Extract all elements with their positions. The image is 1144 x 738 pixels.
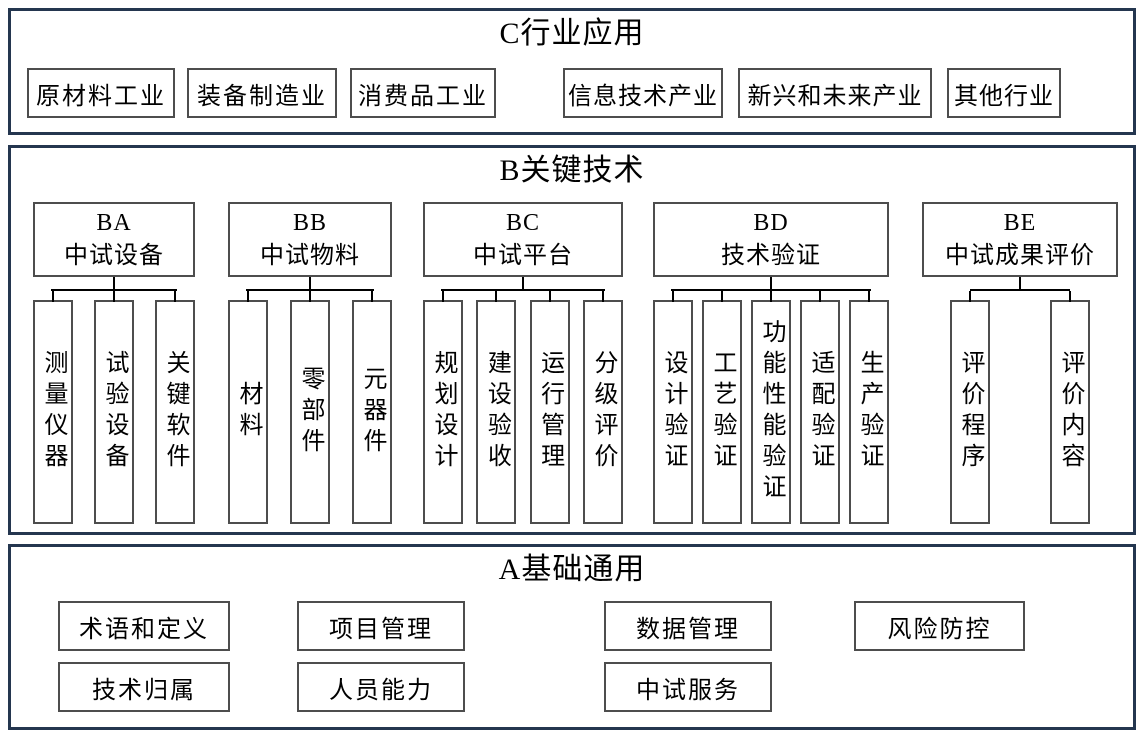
general-box-technology-ownership: 技术归属 — [58, 662, 230, 712]
tree-name: 中试设备 — [64, 242, 164, 269]
tree-name: 技术验证 — [721, 242, 821, 269]
tree-bc-pilot-platform: BC 中试平台 规划设计 建设验收 运行管理 分级评价 — [423, 202, 623, 524]
tree-child-label: 功能性能验证 — [758, 319, 784, 505]
tree-child-label: 建设验收 — [483, 350, 510, 474]
section-basic-general: A基础通用 术语和定义 项目管理 数据管理 风险防控 技术归属 人员能力 中试服… — [8, 544, 1136, 730]
tree-parent-box: BA 中试设备 — [33, 202, 195, 277]
general-box-terms-definitions: 术语和定义 — [58, 601, 230, 651]
connector-bar — [51, 289, 177, 291]
tree-children: 测量仪器 试验设备 关键软件 — [33, 291, 195, 524]
tree-child-box: 分级评价 — [582, 291, 623, 524]
tree-child-label: 零部件 — [297, 365, 323, 459]
tree-parent-box: BC 中试平台 — [423, 202, 623, 277]
tree-parent-box: BE 中试成果评价 — [922, 202, 1118, 277]
section-b-title: B关键技术 — [499, 154, 645, 187]
connector-stem — [522, 277, 524, 289]
tree-child-label: 运行管理 — [536, 350, 563, 474]
tree-code: BD — [753, 209, 789, 236]
tree-child-label: 规划设计 — [430, 350, 456, 474]
connector-bar — [970, 289, 1070, 291]
tree-child-box: 试验设备 — [94, 291, 134, 524]
industry-box-emerging-future: 新兴和未来产业 — [738, 68, 932, 118]
tree-children: 评价程序 评价内容 — [922, 291, 1118, 524]
tree-code: BE — [1003, 209, 1037, 236]
tree-child-box: 评价内容 — [1050, 291, 1090, 524]
tree-child-box: 规划设计 — [423, 291, 463, 524]
connector-stem — [113, 277, 115, 289]
tree-child-label: 适配验证 — [807, 350, 833, 474]
general-box-risk-control: 风险防控 — [854, 601, 1025, 651]
tree-child-box: 元器件 — [352, 291, 392, 524]
connector-stem — [770, 277, 772, 289]
tree-child-box: 零部件 — [290, 291, 330, 524]
tree-code: BC — [505, 209, 540, 236]
tree-child-label: 关键软件 — [162, 350, 188, 474]
tree-child-box: 测量仪器 — [33, 291, 73, 524]
connector-bar — [671, 289, 871, 291]
tree-parent-box: BB 中试物料 — [228, 202, 392, 277]
tree-child-label: 材料 — [235, 381, 261, 443]
tree-child-label: 生产验证 — [856, 350, 882, 474]
tree-children: 设计验证 工艺验证 功能性能验证 适配验证 生产验证 — [653, 291, 889, 524]
tree-child-box: 工艺验证 — [702, 291, 742, 524]
tree-parent-box: BD 技术验证 — [653, 202, 889, 277]
tree-bb-pilot-materials: BB 中试物料 材料 零部件 元器件 — [228, 202, 392, 524]
tree-child-box: 评价程序 — [950, 291, 990, 524]
tree-child-box: 材料 — [228, 291, 268, 524]
tree-name: 中试成果评价 — [945, 242, 1095, 269]
tree-children: 规划设计 建设验收 运行管理 分级评价 — [423, 291, 623, 524]
industry-box-consumer-goods: 消费品工业 — [350, 68, 496, 118]
tree-child-box: 功能性能验证 — [751, 291, 791, 524]
tree-child-label: 测量仪器 — [40, 350, 66, 474]
tree-child-label: 评价内容 — [1057, 350, 1083, 474]
tree-child-label: 元器件 — [359, 365, 385, 459]
connector-stem — [1019, 277, 1021, 289]
connector-stem — [309, 277, 311, 289]
tree-code: BA — [96, 209, 132, 236]
general-box-personnel-capability: 人员能力 — [297, 662, 465, 712]
tree-child-label: 试验设备 — [101, 350, 127, 474]
general-box-data-management: 数据管理 — [604, 601, 772, 651]
tree-child-box: 建设验收 — [476, 291, 517, 524]
section-key-technologies: B关键技术 BA 中试设备 测量仪器 试验设备 关键软件 BB 中试物料 材料 … — [8, 145, 1136, 535]
tree-child-box: 设计验证 — [653, 291, 693, 524]
tree-child-label: 分级评价 — [589, 350, 616, 474]
industry-box-raw-materials: 原材料工业 — [27, 68, 175, 118]
tree-child-label: 工艺验证 — [709, 350, 735, 474]
tree-ba-pilot-equipment: BA 中试设备 测量仪器 试验设备 关键软件 — [33, 202, 195, 524]
tree-name: 中试物料 — [260, 242, 360, 269]
general-box-pilot-service: 中试服务 — [604, 662, 772, 712]
connector-bar — [441, 289, 605, 291]
industry-box-other: 其他行业 — [947, 68, 1061, 118]
section-a-title: A基础通用 — [498, 553, 646, 586]
tree-child-box: 适配验证 — [800, 291, 840, 524]
tree-child-box: 运行管理 — [529, 291, 570, 524]
tree-be-pilot-result-evaluation: BE 中试成果评价 评价程序 评价内容 — [922, 202, 1118, 524]
tree-child-label: 评价程序 — [957, 350, 983, 474]
tree-child-box: 关键软件 — [155, 291, 195, 524]
tree-name: 中试平台 — [473, 242, 573, 269]
general-box-project-management: 项目管理 — [297, 601, 465, 651]
tree-bd-technology-verification: BD 技术验证 设计验证 工艺验证 功能性能验证 适配验证 生产验证 — [653, 202, 889, 524]
connector-bar — [246, 289, 374, 291]
tree-code: BB — [292, 209, 327, 236]
tree-children: 材料 零部件 元器件 — [228, 291, 392, 524]
section-industry-application: C行业应用 原材料工业 装备制造业 消费品工业 信息技术产业 新兴和未来产业 其… — [8, 8, 1136, 135]
section-c-title: C行业应用 — [499, 17, 645, 50]
industry-box-equipment: 装备制造业 — [187, 68, 337, 118]
industry-box-info-technology: 信息技术产业 — [563, 68, 723, 118]
tree-child-box: 生产验证 — [849, 291, 889, 524]
tree-child-label: 设计验证 — [660, 350, 686, 474]
